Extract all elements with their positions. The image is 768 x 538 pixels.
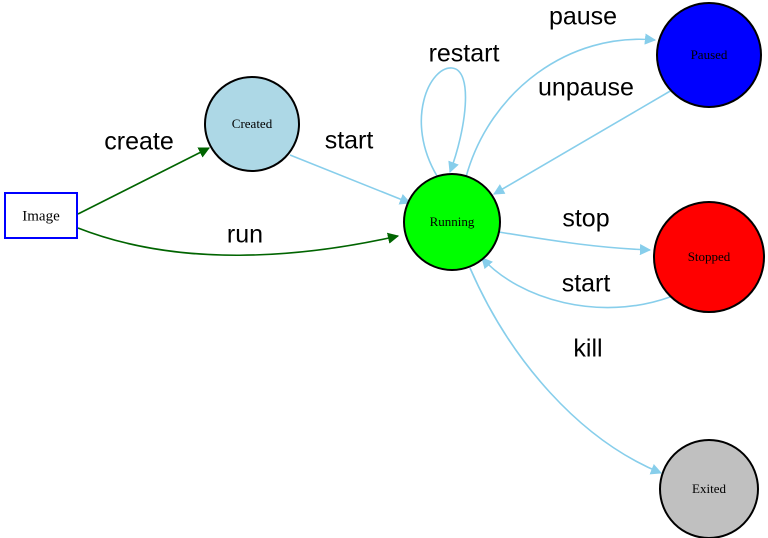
- edge-label-pause: pause: [549, 3, 617, 31]
- edge-pause[interactable]: [465, 33, 657, 178]
- node-paused-label: Paused: [691, 47, 728, 62]
- node-image-label: Image: [22, 208, 60, 224]
- edge-label-stop: stop: [562, 205, 609, 233]
- edge-label-create: create: [104, 128, 173, 156]
- edge-start-stopped[interactable]: [481, 257, 671, 309]
- edge-create[interactable]: [77, 147, 211, 215]
- edge-unpause[interactable]: [493, 89, 673, 195]
- edge-label-start-created: start: [325, 127, 374, 155]
- edge-label-start-stopped: start: [562, 270, 611, 298]
- node-running[interactable]: Running: [403, 173, 501, 271]
- edge-restart[interactable]: [420, 67, 467, 177]
- edge-label-run: run: [227, 221, 263, 249]
- edge-run[interactable]: [77, 227, 400, 257]
- node-created[interactable]: Created: [204, 76, 300, 172]
- edge-kill[interactable]: [469, 267, 663, 475]
- node-exited[interactable]: Exited: [659, 439, 759, 538]
- edge-labels-layer: create run start restart pause unpause s…: [104, 3, 634, 363]
- node-running-label: Running: [430, 214, 475, 229]
- edge-label-restart: restart: [429, 40, 500, 68]
- nodes-layer: Image Created Running Paused Stopped Exi: [4, 2, 765, 538]
- edges-layer: [77, 33, 673, 475]
- edge-stop[interactable]: [498, 231, 652, 256]
- node-stopped[interactable]: Stopped: [653, 201, 765, 313]
- node-stopped-label: Stopped: [688, 249, 731, 264]
- node-exited-label: Exited: [692, 481, 726, 496]
- edge-label-unpause: unpause: [538, 74, 634, 102]
- edge-label-kill: kill: [573, 335, 602, 363]
- node-paused[interactable]: Paused: [656, 2, 762, 108]
- edge-start-created[interactable]: [289, 154, 412, 205]
- node-image[interactable]: Image: [4, 192, 78, 239]
- node-created-label: Created: [232, 116, 273, 131]
